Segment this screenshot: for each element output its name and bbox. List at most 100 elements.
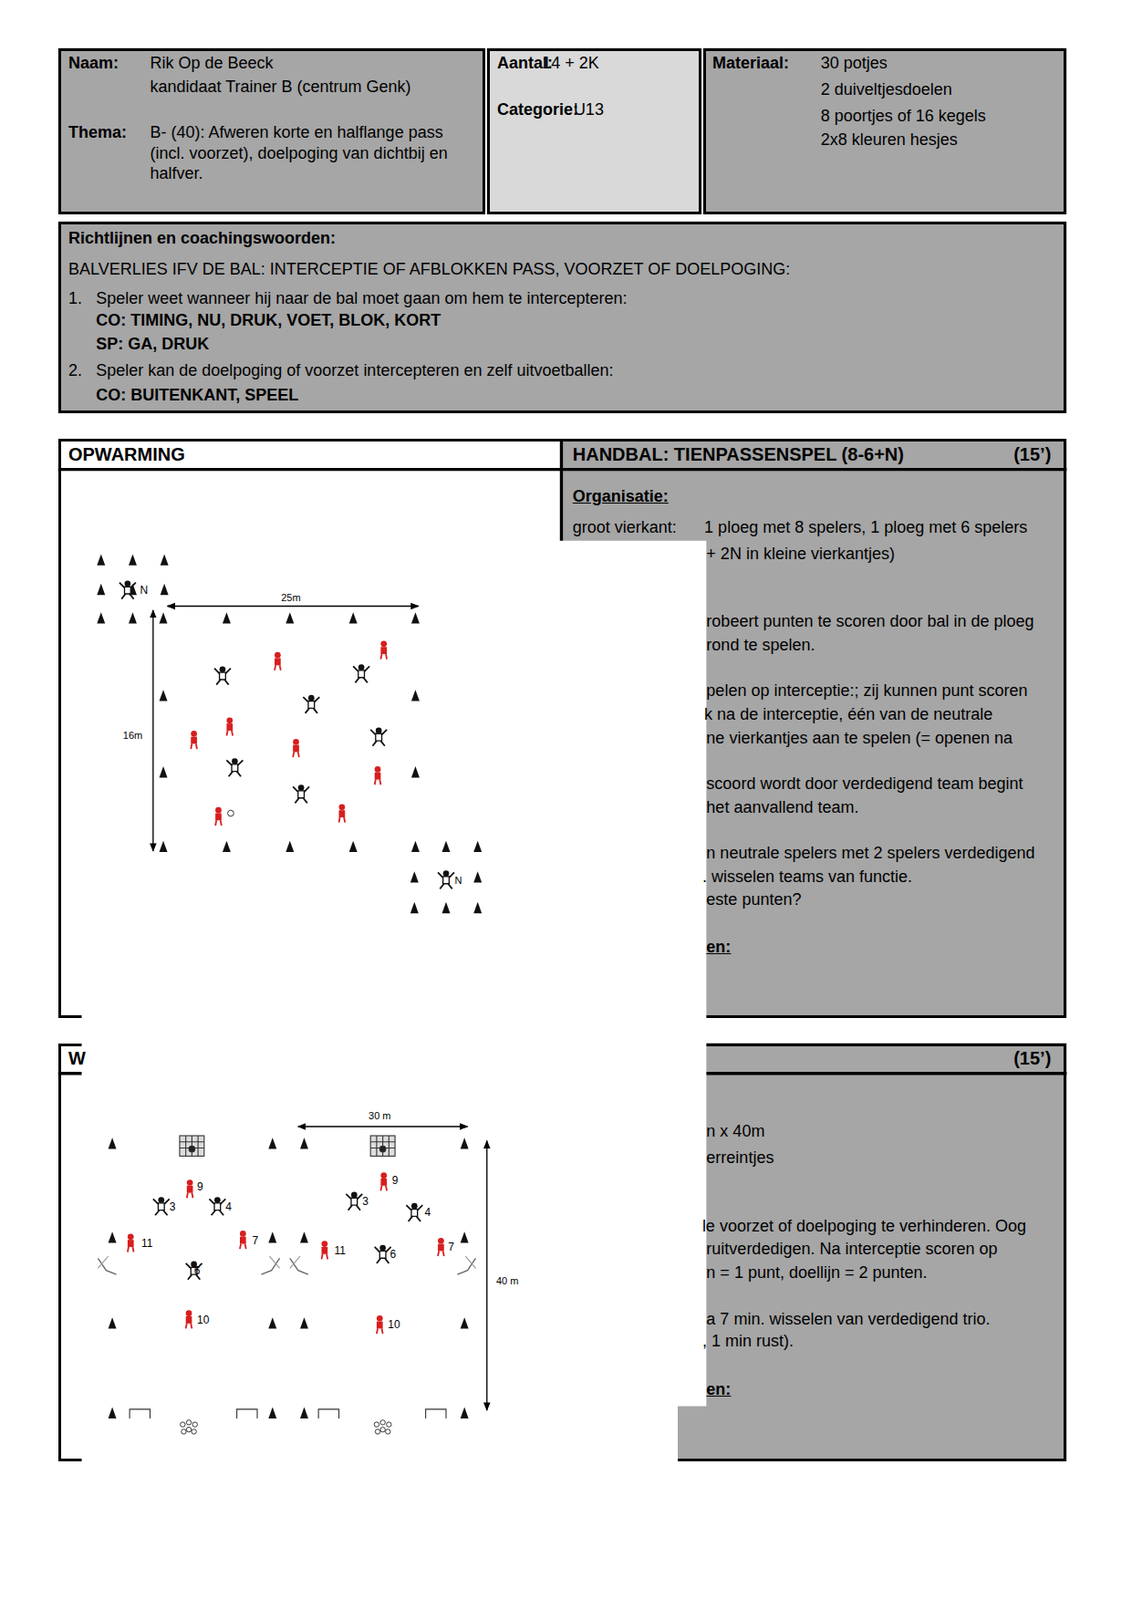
callout-number: 3 [169, 1201, 177, 1213]
red-player [380, 640, 387, 659]
cone [268, 1317, 277, 1329]
dimension-line [167, 605, 419, 607]
black-player [214, 665, 231, 685]
sheet-text: groot vierkant: [572, 517, 677, 539]
sheet-text: 8 poortjes of 16 kegels [820, 105, 987, 127]
sheet-text: Speler weet wanneer hij naar de bal moet… [95, 288, 627, 310]
sheet-text: (15’) [1013, 443, 1051, 467]
red-player [339, 803, 346, 822]
cone [460, 1407, 469, 1419]
ball [192, 1422, 198, 1427]
cone [108, 1317, 117, 1329]
dimension-line [486, 1141, 488, 1411]
sheet-text: 14 + 2K [541, 52, 600, 74]
red-player [190, 730, 198, 749]
dimension-line [298, 1125, 468, 1127]
header-box: Materiaal:30 potjes2 duiveltjesdoelen8 p… [703, 48, 1067, 215]
callout-number: 4 [425, 1206, 432, 1218]
gate [465, 1256, 476, 1268]
sheet-text: B- (40): Afweren korte en halflange pass… [149, 122, 478, 185]
red-player [274, 652, 281, 671]
sheet-text: CO: BUITENKANT, SPEEL [95, 384, 299, 406]
cone [160, 583, 169, 595]
cone [159, 841, 168, 852]
ball [385, 1429, 391, 1434]
black-player [292, 784, 310, 803]
cone [442, 902, 451, 914]
cone [96, 612, 105, 624]
sheet-text: n = 1 punt, doellijn = 2 punten. [706, 1262, 927, 1284]
dimension-label: 16m [121, 729, 145, 740]
sheet-text: en: [706, 936, 731, 958]
cone [159, 689, 168, 701]
black-player [186, 1261, 203, 1280]
dimension-label: N [452, 874, 464, 885]
guideline-ground [58, 221, 1068, 414]
sheet-text: het aanvallend team. [706, 797, 859, 819]
sheet-text: 1. [68, 288, 83, 310]
sheet-text: W [68, 1047, 86, 1070]
red-player [239, 1230, 247, 1249]
cone [300, 1407, 309, 1419]
dimension-line [152, 610, 154, 852]
callout-number: 4 [225, 1201, 232, 1213]
cone [460, 1137, 469, 1149]
cone [473, 902, 482, 914]
sheet-text: Rik Op de Beeck [149, 52, 273, 74]
black-player [437, 870, 455, 889]
cone [411, 766, 420, 778]
callout-number: 10 [387, 1318, 400, 1330]
cone [349, 612, 358, 624]
black-player [302, 695, 320, 714]
black-player [208, 1196, 226, 1216]
red-player [186, 1309, 193, 1329]
sheet-text: BALVERLIES IFV DE BAL: INTERCEPTIE OF AF… [68, 259, 790, 281]
sheet-text: HANDBAL: TIENPASSENSPEL (8-6+N) [572, 443, 904, 467]
cone-set [96, 553, 482, 1418]
ball [228, 810, 235, 817]
sheet-text: a 7 min. wisselen van verdedigend trio. [706, 1308, 990, 1330]
red-player [215, 807, 222, 826]
gate [290, 1257, 309, 1275]
ball [181, 1429, 187, 1434]
cone [410, 871, 419, 883]
header-ground [487, 48, 702, 215]
sheet-text: . wisselen teams van functie. [702, 866, 913, 888]
sheet-text: Thema: [68, 122, 127, 144]
callout-number: 3 [362, 1195, 369, 1207]
cone [411, 841, 420, 852]
red-player [374, 766, 382, 785]
callout-number: 6 [389, 1248, 396, 1260]
small-goals-gates-balls [97, 810, 476, 1434]
dimension-label: 30 m [366, 1111, 393, 1122]
callout-number: 11 [333, 1245, 345, 1257]
callout-number: 9 [392, 1174, 399, 1186]
cone [96, 553, 105, 565]
cone [300, 1231, 309, 1243]
cone [160, 553, 169, 565]
sheet-text: Speler kan de doelpoging of voorzet inte… [95, 360, 613, 382]
cone [108, 1231, 117, 1243]
sheet-text: este punten? [706, 889, 801, 911]
sheet-text: SP: GA, DRUK [95, 333, 209, 355]
cone [96, 583, 105, 595]
sheet-text: n neutrale spelers met 2 spelers verdedi… [706, 842, 1035, 864]
sheet-text: Organisatie: [572, 486, 669, 508]
header-box: Naam:Rik Op de Beeckkandidaat Trainer B … [58, 48, 486, 215]
sheet-text: CO: TIMING, NU, DRUK, VOET, BLOK, KORT [95, 310, 441, 332]
sheet-text: 2x8 kleuren hesjes [820, 129, 958, 151]
gate [97, 1256, 108, 1268]
player-figures [119, 580, 455, 1334]
black-player [370, 727, 387, 747]
sheet-text: 2. [68, 360, 83, 382]
cone [108, 1137, 117, 1149]
sheet-text: le voorzet of doelpoging te verhinderen.… [702, 1215, 1027, 1237]
sheet-text: Naam: [68, 52, 119, 74]
sheet-text: U13 [573, 99, 604, 121]
cone [460, 1317, 469, 1329]
ball [380, 1427, 385, 1433]
black-player [353, 664, 370, 683]
sheet-text: robeert punten te scoren door bal in de … [706, 611, 1034, 633]
cone [108, 1407, 117, 1419]
small-goal [425, 1409, 447, 1419]
